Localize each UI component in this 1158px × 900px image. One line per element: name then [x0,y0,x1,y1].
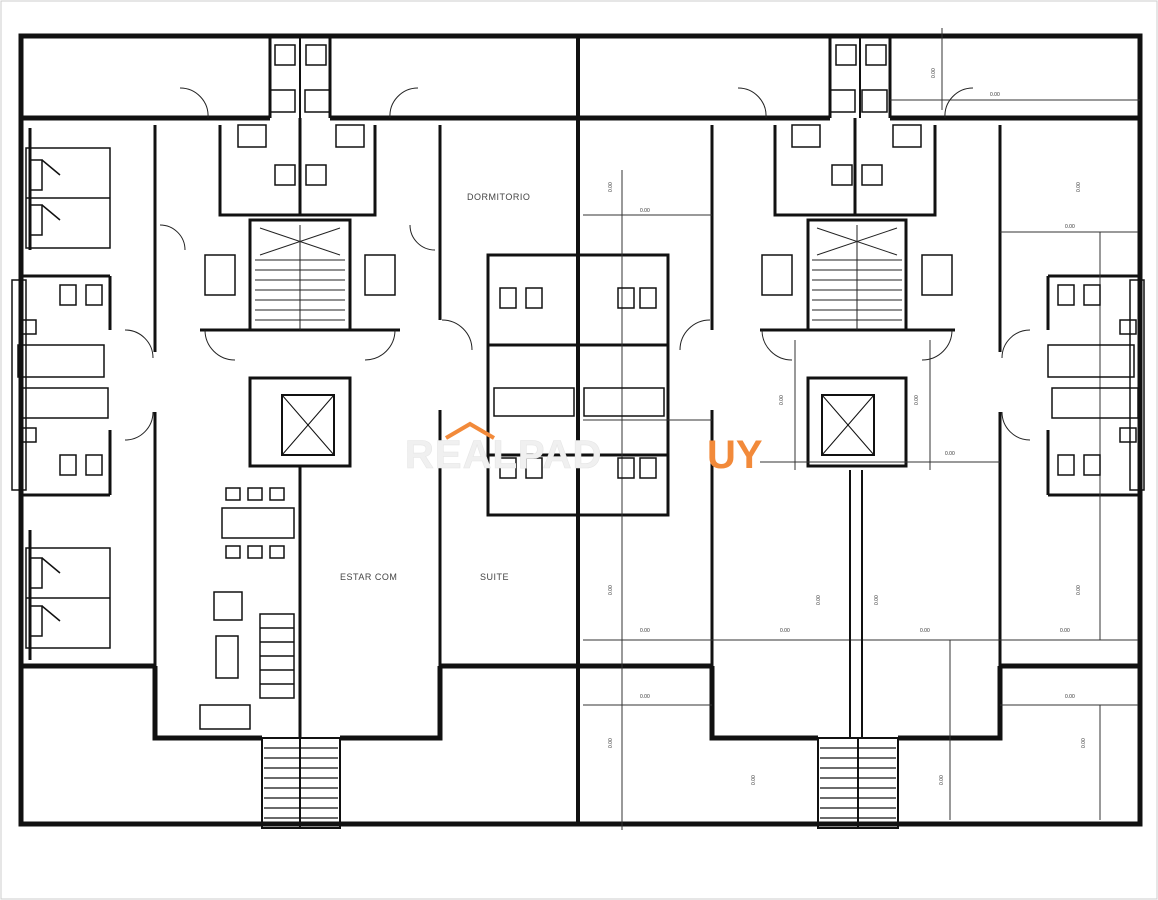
partitions [22,36,1138,738]
dimension-label: 0.00 [1081,738,1087,748]
watermark-accent-text: UY [707,433,763,477]
bed-icon [25,547,111,649]
watermark-roof-icon [444,421,496,440]
dimension-label: 0.00 [640,694,650,700]
dimension-label: 0.00 [1076,585,1082,595]
walls [18,33,1143,827]
door-swings [124,87,1031,441]
dimension-label: 0.00 [1065,224,1075,230]
dimension-label: 0.00 [990,92,1000,98]
dimension-label: 0.00 [1060,628,1070,634]
dimension-label: 0.00 [816,595,822,605]
dimension-label: 0.00 [1076,182,1082,192]
bathroom-fixtures [11,44,1145,491]
dimension-label: 0.00 [779,395,785,405]
dimension-label: 0.00 [945,451,955,457]
bed-icon [25,147,111,249]
room-label-dormitorio: DORMITORIO [467,192,530,202]
dimension-label: 0.00 [874,595,880,605]
entrance-stair-treads [264,747,896,819]
dimension-label: 0.00 [640,628,650,634]
watermark-logo: REALPAD UY [405,421,763,477]
dimension-label: 0.00 [780,628,790,634]
dimension-label: 0.00 [608,585,614,595]
dimension-label: 0.00 [931,68,937,78]
entrance-stairs [261,737,899,829]
watermark-main-text: REALPAD [405,433,602,477]
living-furniture [199,487,295,730]
room-label-estar-com: ESTAR COM [340,572,397,582]
dimension-label: 0.00 [1065,694,1075,700]
dimension-label: 0.00 [939,775,945,785]
dimension-label: 0.00 [608,182,614,192]
elevator-shaft [281,394,875,456]
corridor [849,470,863,738]
dimension-label: 0.00 [920,628,930,634]
room-label-suite: SUITE [480,572,509,582]
dimension-label: 0.00 [751,775,757,785]
dimension-label: 0.00 [914,395,920,405]
dimension-label: 0.00 [640,208,650,214]
stair-core [255,225,902,330]
dimension-labels: 0.00 0.00 0.00 0.00 0.00 0.00 0.00 0.00 … [608,68,1087,785]
dimension-label: 0.00 [608,738,614,748]
